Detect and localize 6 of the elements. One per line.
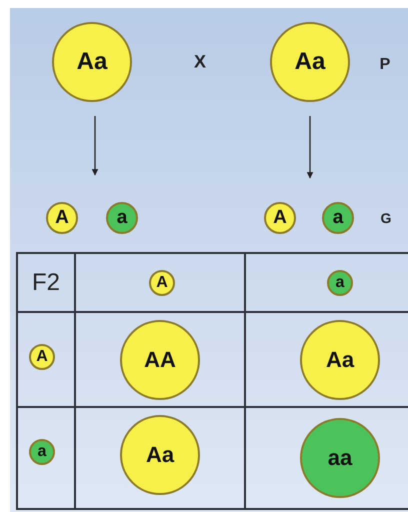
- arrow: [92, 116, 98, 176]
- generation-label: X: [194, 52, 206, 72]
- generation-label: P: [380, 56, 390, 74]
- arrow: [306, 116, 314, 179]
- generation-label: G: [380, 210, 392, 226]
- table-header: F2: [32, 269, 60, 297]
